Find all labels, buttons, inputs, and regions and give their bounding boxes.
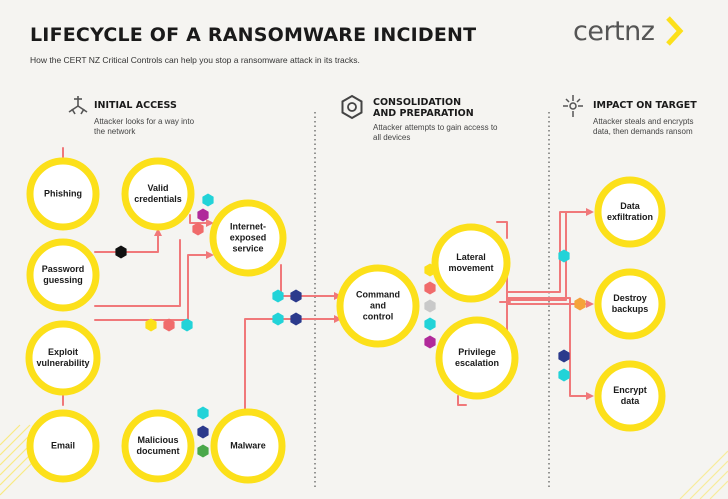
arrowhead xyxy=(206,251,214,259)
node-email xyxy=(26,409,100,483)
control-marker-cyan xyxy=(272,289,284,303)
control-marker-coral xyxy=(424,281,436,295)
network-icon xyxy=(68,96,88,115)
arrowheads xyxy=(154,208,594,400)
arrowhead xyxy=(586,208,594,216)
node-command-and-control xyxy=(336,264,420,348)
node-lateral-movement xyxy=(431,223,511,303)
cert-nz-logo: certnz xyxy=(573,16,655,47)
arrowhead xyxy=(154,228,162,236)
control-marker-cyan xyxy=(424,317,436,331)
node-privilege-escalation xyxy=(435,316,519,400)
hexagon-icon xyxy=(341,94,363,120)
page-subtitle: How the CERT NZ Critical Controls can he… xyxy=(30,55,360,65)
control-marker-orange xyxy=(574,297,586,311)
connector-impact-lower xyxy=(507,297,591,397)
section-title-consolidation: CONSOLIDATION AND PREPARATION xyxy=(373,97,474,119)
arrowhead xyxy=(586,392,594,400)
node-malicious-document xyxy=(121,409,195,483)
arrowhead xyxy=(206,219,214,227)
corner-decoration-right xyxy=(679,450,728,499)
control-marker-coral xyxy=(163,318,175,332)
connector-exploit-internet xyxy=(94,254,211,321)
node-password-guessing xyxy=(26,238,100,312)
control-marker-navy xyxy=(558,349,570,363)
control-markers xyxy=(115,193,586,458)
control-marker-cyan xyxy=(558,249,570,263)
connector-malware-cc xyxy=(244,318,339,410)
node-malware xyxy=(210,408,286,484)
control-marker-black xyxy=(115,245,127,259)
control-marker-cyan xyxy=(558,368,570,382)
connector-privilege-bottom xyxy=(457,395,467,406)
control-marker-yellow xyxy=(145,318,157,332)
node-destroy-backups xyxy=(594,268,666,340)
control-marker-magenta xyxy=(197,208,209,222)
control-marker-gray xyxy=(424,299,436,313)
section-desc-impact: Attacker steals and encrypts data, then … xyxy=(593,117,694,136)
section-desc-consolidation: Attacker attempts to gain access to all … xyxy=(373,123,498,142)
node-phishing xyxy=(26,157,100,231)
connector-lateral-top xyxy=(496,221,508,239)
nodes xyxy=(25,157,666,484)
control-marker-cyan xyxy=(202,193,214,207)
node-encrypt-data xyxy=(594,360,666,432)
node-data-exfiltration xyxy=(594,176,666,248)
page-title: LIFECYCLE OF A RANSOMWARE INCIDENT xyxy=(30,24,477,46)
control-marker-navy xyxy=(290,312,302,326)
section-title-initial-access: INITIAL ACCESS xyxy=(94,100,177,111)
node-exploit-vulnerability xyxy=(25,320,101,396)
connector-credentials-down xyxy=(189,214,211,224)
arrowhead xyxy=(586,300,594,308)
connector-internet-cc xyxy=(280,264,339,297)
arrowhead xyxy=(334,315,342,323)
section-title-impact: IMPACT ON TARGET xyxy=(593,100,697,111)
control-marker-navy xyxy=(197,425,209,439)
control-marker-cyan xyxy=(272,312,284,326)
control-marker-cyan xyxy=(197,406,209,420)
node-valid-credentials xyxy=(121,157,195,231)
control-marker-coral xyxy=(192,222,204,236)
control-marker-cyan xyxy=(181,318,193,332)
control-marker-yellow xyxy=(424,263,436,277)
node-internet-exposed-service xyxy=(209,199,287,277)
control-marker-green xyxy=(197,444,209,458)
control-marker-navy xyxy=(290,289,302,303)
impact-icon xyxy=(563,95,583,117)
connector-exploit-credentials xyxy=(94,239,181,307)
section-desc-initial-access: Attacker looks for a way into the networ… xyxy=(94,117,195,136)
connector-impact-extra xyxy=(507,211,567,301)
control-marker-magenta xyxy=(424,335,436,349)
logo-chevron-icon xyxy=(666,16,684,46)
